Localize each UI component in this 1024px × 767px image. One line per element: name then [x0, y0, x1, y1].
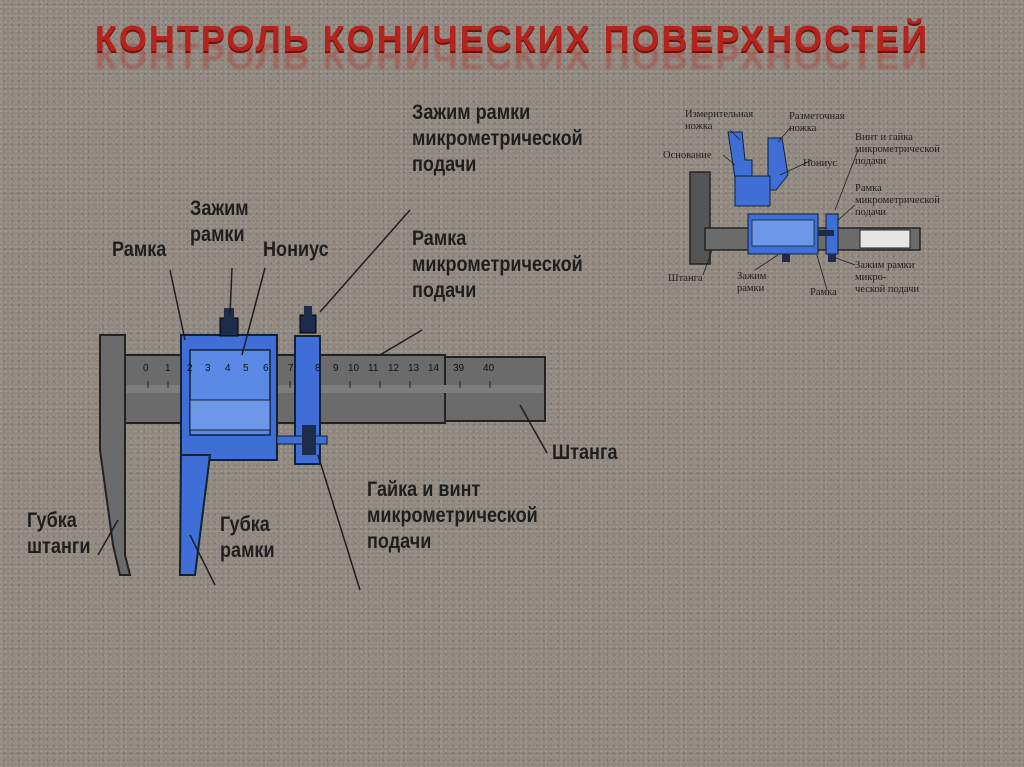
small-label-nonius: Нониус	[803, 158, 837, 169]
small-label-zazhim-mikro: Зажим рамки микро- ческой подачи	[855, 260, 919, 295]
label-gubka-shtangi: Губка штанги	[27, 509, 91, 558]
bar-jaw	[99, 334, 132, 576]
label-ramka: Рамка	[112, 238, 167, 261]
main-scale: 0 1 2 3 4 5 6 7 8 9 10 11 12 13 14 39 40	[143, 363, 543, 379]
label-gubka-ramki: Губка рамки	[220, 513, 275, 562]
scale-number: 7	[288, 363, 294, 374]
small-label-ramka-mikro: Рамка микрометрической подачи	[855, 183, 940, 218]
scale-number: 4	[225, 363, 231, 374]
scale-number: 5	[243, 363, 249, 374]
page-title: КОНТРОЛЬ КОНИЧЕСКИХ ПОВЕРХНОСТЕЙ	[94, 18, 930, 59]
label-zazhim-mikro: Зажим рамки микрометрической подачи	[412, 101, 583, 176]
scale-number: 3	[205, 363, 211, 374]
scale-number: 10	[348, 363, 360, 374]
scale-number: 0	[143, 363, 149, 374]
scale-number: 1	[165, 363, 171, 374]
scale-number: 9	[333, 363, 339, 374]
small-label-zazhim-ramki: Зажим рамки	[737, 271, 767, 294]
label-zazhim-ramki: Зажим рамки	[190, 197, 249, 246]
scale-number: 14	[428, 363, 440, 374]
scale-number: 11	[368, 363, 379, 374]
small-label-vint-gaika: Винт и гайка микрометрической подачи	[855, 132, 940, 167]
small-label-izmer-nozhka: Измерительная ножка	[685, 109, 754, 132]
leader-lines	[97, 209, 548, 591]
label-ramka-mikro: Рамка микрометрической подачи	[412, 227, 583, 302]
label-nonius: Нониус	[263, 238, 329, 261]
small-label-ramka: Рамка	[810, 287, 837, 298]
label-gaika-vint: Гайка и винт микрометрической подачи	[367, 478, 538, 553]
scale-number: 12	[388, 363, 400, 374]
scale-number: 6	[263, 363, 269, 374]
scale-number: 39	[453, 363, 465, 374]
scale-number: 8	[315, 363, 321, 374]
small-label-razmet-nozhka: Разметочная ножка	[789, 111, 845, 134]
small-label-shtanga: Штанга	[668, 273, 703, 284]
frame-jaw	[178, 454, 212, 576]
scale-number: 40	[483, 363, 495, 374]
scale-number: 2	[187, 363, 193, 374]
scale-number: 13	[408, 363, 420, 374]
small-label-osnovanie: Основание	[663, 150, 712, 161]
label-shtanga: Штанга	[552, 441, 618, 464]
